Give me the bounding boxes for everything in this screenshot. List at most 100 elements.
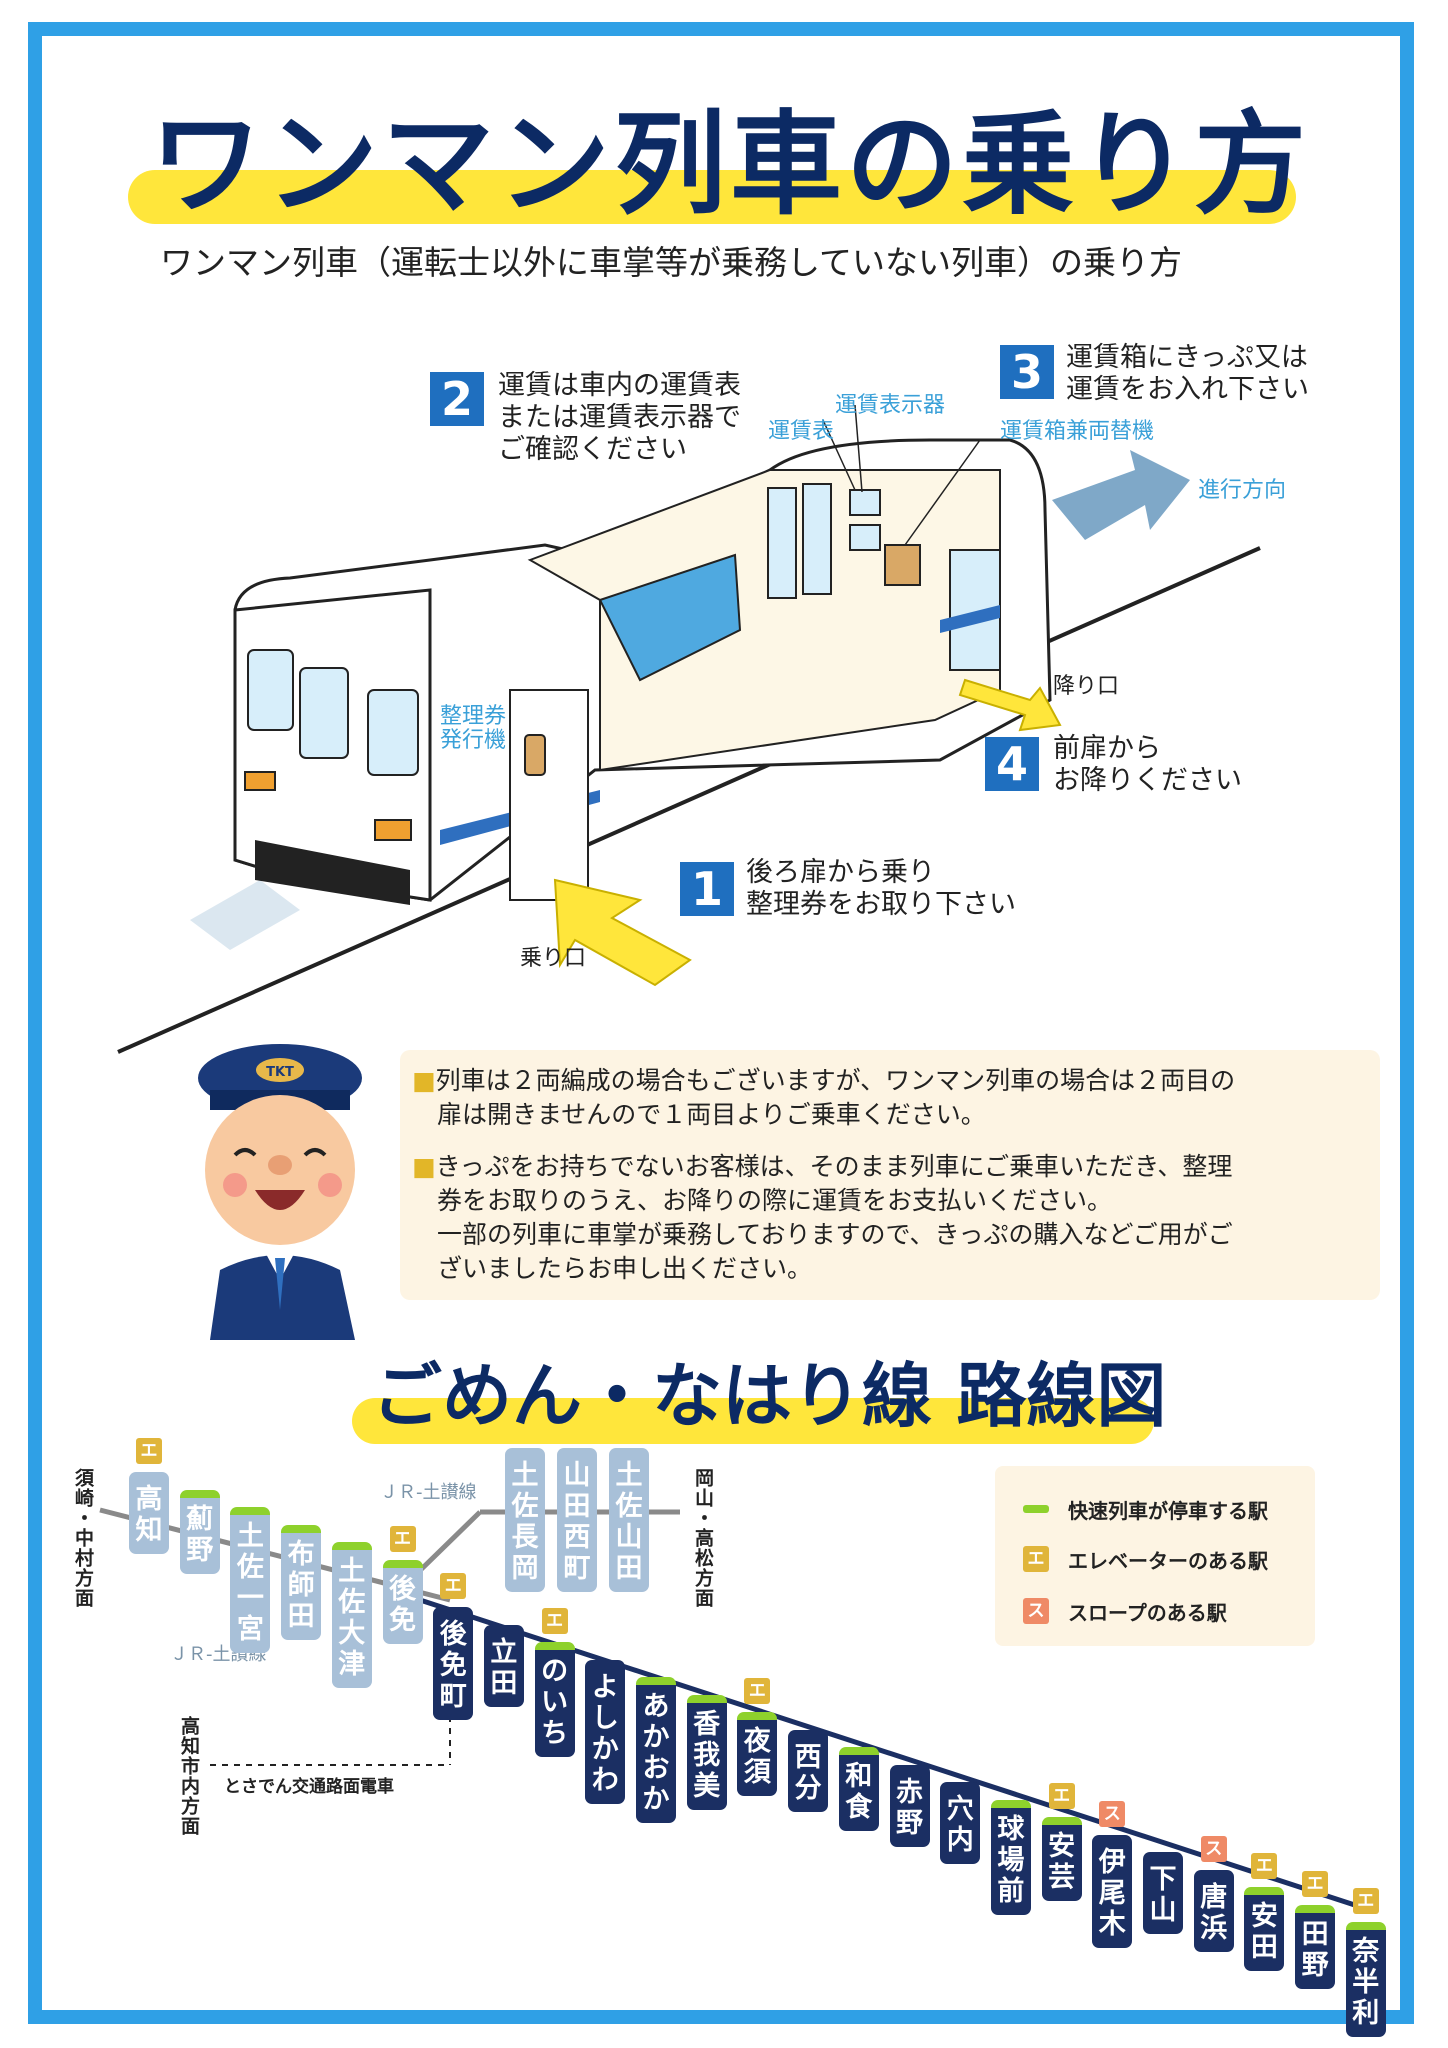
step-2-text: 運賃は車内の運賃表または運賃表示器でご確認ください (498, 370, 741, 465)
page-subtitle: ワンマン列車（運転士以外に車掌等が乗務していない列車）の乗り方 (160, 243, 1183, 282)
fare-table-panel (849, 524, 881, 551)
station: 伊尾木 (1092, 1834, 1133, 1948)
station-name-char: 須 (743, 1757, 771, 1788)
station-name-char: 町 (439, 1681, 467, 1712)
station-name-char: の (541, 1656, 569, 1687)
station-name-char: 高 (135, 1484, 163, 1515)
station-name-char: 後 (439, 1619, 467, 1650)
fare-box-label: 運賃箱兼両替機 (1000, 419, 1155, 444)
station-name-char: か (642, 1784, 670, 1815)
legend-slope: スロープのある駅 (1068, 1601, 1227, 1625)
station-name-char: 安 (1048, 1831, 1076, 1862)
east-direction-label: 岡山・高松方面 (692, 1468, 714, 1608)
page-title: ワンマン列車の乗り方 (150, 100, 1310, 230)
train-interior (527, 469, 1001, 772)
station-name-char: 立 (490, 1636, 518, 1668)
station-name-char: 山 (563, 1460, 591, 1491)
station-name-char: 岡 (511, 1553, 539, 1584)
fare-display-panel (849, 489, 881, 516)
station-name-char: 和 (845, 1761, 873, 1792)
jr-line-upper: ＪＲ-土讃線 (380, 1482, 477, 1503)
station-name-char: 安 (1250, 1901, 1278, 1932)
station-name-char: 田 (563, 1491, 591, 1522)
station-name-char: 山 (1149, 1895, 1177, 1926)
station-name-char: お (642, 1753, 670, 1784)
notice-1: ■列車は２両編成の場合もございますが、ワンマン列車の場合は２両目の 扉は開きませ… (412, 1066, 1236, 1129)
station: 安田 (1244, 1887, 1285, 1971)
fare-display-label: 運賃表示器 (835, 393, 946, 418)
elevator-icon: エ (1352, 1888, 1379, 1914)
station: 夜須 (737, 1712, 778, 1796)
elevator-icon: エ (1023, 1546, 1049, 1572)
station: 高知 (129, 1472, 169, 1554)
station-name-char: 薊 (186, 1503, 214, 1535)
station-name-char: 佐 (615, 1491, 643, 1522)
faint-arrow (190, 880, 300, 950)
station-name-char: 野 (1301, 1949, 1329, 1981)
slope-icon: ス (1099, 1800, 1126, 1827)
elevator-icon: エ (440, 1573, 467, 1599)
station-name-char: 田 (1250, 1932, 1278, 1963)
station-name-char: 西 (563, 1522, 591, 1553)
headlight-left (244, 771, 276, 791)
station-name-char: 田 (615, 1553, 643, 1584)
station-name-char: 土 (511, 1460, 539, 1491)
ticket-machine-label: 整理券 発行機 (440, 704, 507, 753)
west-direction-label: 須崎・中村方面 (72, 1468, 94, 1608)
train-illustration (117, 404, 1261, 1054)
exit-label: 降り口 (1053, 674, 1120, 699)
station-name-char: 唐 (1200, 1881, 1228, 1913)
train-seat (598, 553, 742, 682)
elevator-icon: エ (1048, 1783, 1075, 1809)
station: 球場前 (990, 1799, 1031, 1915)
step-1-text: 後ろ扉から乗り整理券をお取り下さい (746, 857, 1016, 920)
station: よしかわ (585, 1659, 626, 1804)
station-name-char: 伊 (1098, 1846, 1126, 1878)
title-highlight (128, 170, 1296, 224)
station-name-char: か (591, 1733, 619, 1765)
station-name-char: 山 (615, 1522, 643, 1553)
route-map-title: ごめん・なはり線 路線図 (372, 1355, 1167, 1437)
station-name-char: 木 (1098, 1908, 1126, 1940)
door-window (802, 483, 832, 595)
fare-table-label: 運賃表 (768, 419, 835, 444)
rapid-stop-marker (1023, 1505, 1049, 1513)
station-name-char: 穴 (946, 1794, 974, 1825)
elevator-icon: エ (389, 1525, 416, 1552)
station-name-char: 知 (135, 1515, 163, 1546)
station-name-char: 佐 (338, 1587, 366, 1618)
station: 後免 (382, 1559, 423, 1644)
front-window-right (367, 689, 419, 776)
station-name-char: 美 (693, 1770, 721, 1802)
station-name-char: よ (591, 1671, 619, 1703)
door-window (767, 487, 797, 599)
headlight-right (374, 819, 412, 841)
train-underframe (255, 840, 410, 905)
station-name-char: 野 (896, 1807, 923, 1839)
station-name-char: 田 (1301, 1918, 1329, 1950)
station-name-char: 食 (845, 1792, 873, 1823)
exit-arrow (958, 678, 1062, 732)
elevator-icon: エ (136, 1438, 162, 1464)
cap-logo: TKT (266, 1065, 294, 1080)
step-3-text: 運賃箱にきっぷ又は運賃をお入れ下さい (1066, 342, 1309, 405)
station-name-char: 津 (338, 1649, 366, 1680)
station: 赤野 (889, 1764, 930, 1847)
station-name-char: 西 (794, 1741, 822, 1773)
station-name-char: 奈 (1352, 1936, 1380, 1967)
entrance-label: 乗り口 (520, 946, 587, 971)
station: 穴内 (940, 1782, 981, 1864)
station-name-char: 田 (287, 1600, 315, 1632)
station-name-char: 球 (997, 1813, 1025, 1845)
station-name-char: 佐 (236, 1552, 264, 1583)
station-name-char: 前 (997, 1875, 1025, 1907)
station-name-char: 町 (563, 1553, 591, 1584)
elevator-icon: エ (1251, 1853, 1278, 1879)
station-name-char: 内 (946, 1825, 974, 1856)
station-name-char: 大 (338, 1618, 366, 1649)
station-name-char: 長 (511, 1522, 539, 1553)
station: 下山 (1143, 1852, 1183, 1934)
station-name-char: し (591, 1702, 619, 1734)
platform-edge (117, 546, 1261, 1054)
rear-door (509, 689, 589, 901)
